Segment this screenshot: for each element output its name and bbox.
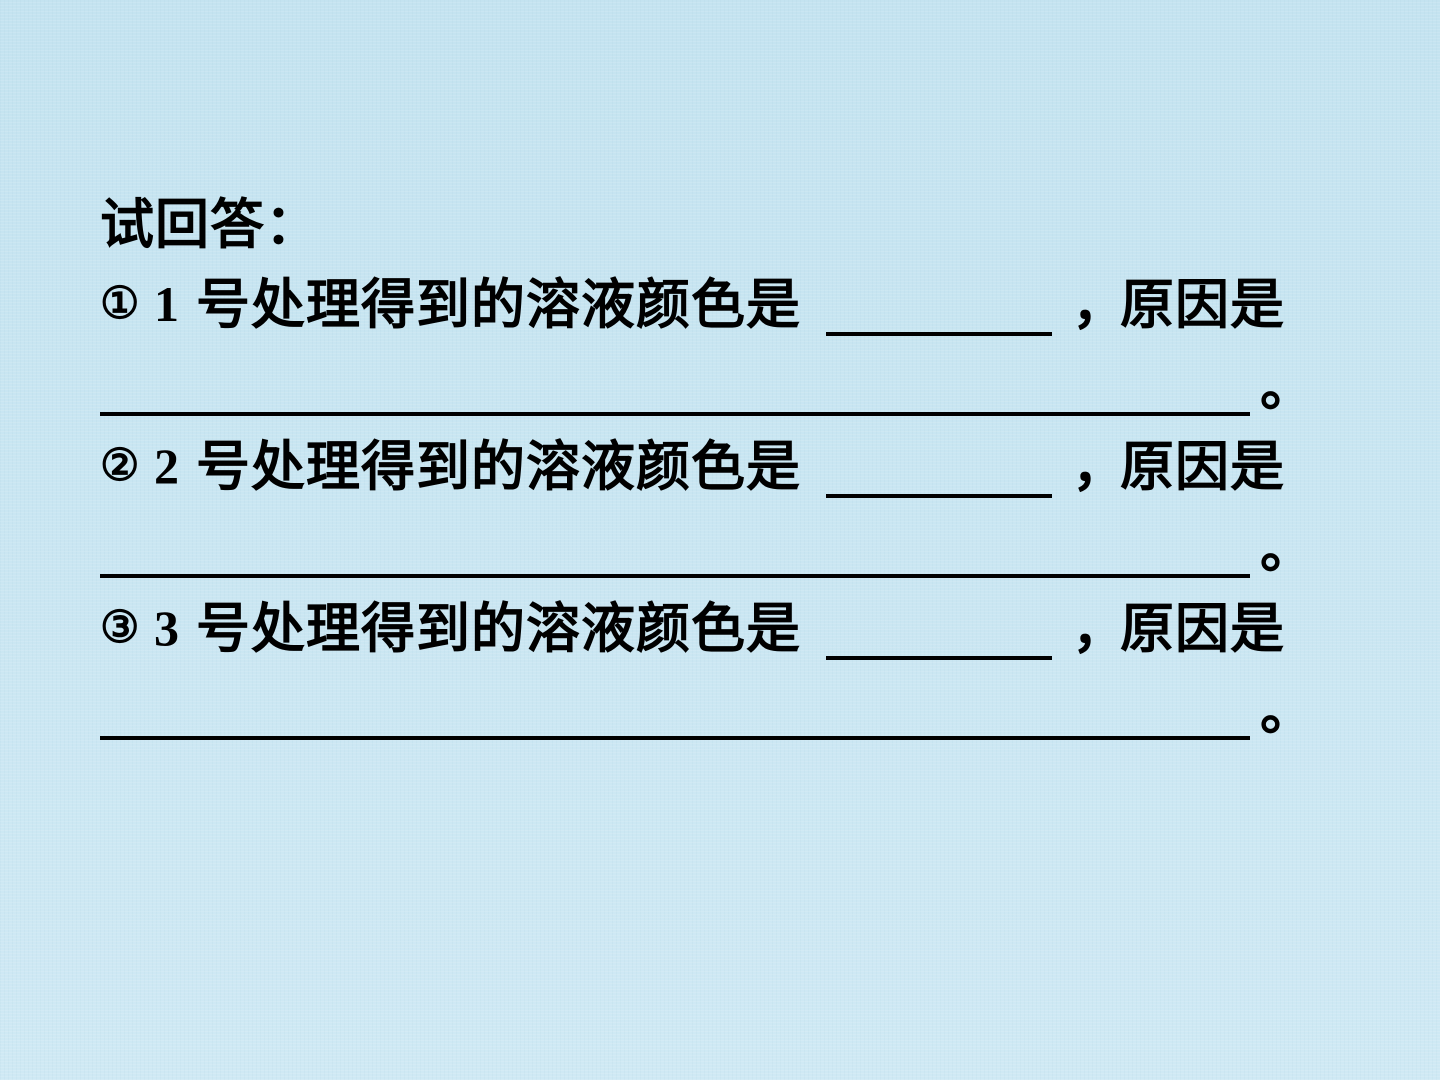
intro-heading: 试回答： <box>100 193 320 256</box>
question-marker-2: ② <box>100 440 140 491</box>
period-1: 。 <box>1260 355 1314 418</box>
reason-answer-line-2: 。 <box>100 514 1320 584</box>
reason-answer-blank-1 <box>100 412 1250 416</box>
reason-answer-line-1: 。 <box>100 352 1320 422</box>
comma-2: ， <box>1072 435 1126 498</box>
question-line-3: ③ 3 号处理得到的溶液颜色是 ， 原因是 <box>100 594 1320 664</box>
reason-answer-blank-3 <box>100 736 1250 740</box>
period-2: 。 <box>1260 517 1314 580</box>
comma-3: ， <box>1072 597 1126 660</box>
question-line-1: ① 1 号处理得到的溶液颜色是 ， 原因是 <box>100 270 1320 340</box>
question-text-2: 号处理得到的溶液颜色是 <box>196 435 801 498</box>
question-marker-1: ① <box>100 278 140 329</box>
reason-label-2: 原因是 <box>1120 435 1285 498</box>
question-marker-3: ③ <box>100 602 140 653</box>
reason-answer-line-3: 。 <box>100 676 1320 746</box>
color-answer-blank-3 <box>826 656 1052 660</box>
comma-1: ， <box>1072 273 1126 336</box>
question-number-1: 1 <box>154 276 179 332</box>
question-line-2: ② 2 号处理得到的溶液颜色是 ， 原因是 <box>100 432 1320 502</box>
reason-label-3: 原因是 <box>1120 597 1285 660</box>
reason-label-1: 原因是 <box>1120 273 1285 336</box>
question-number-3: 3 <box>154 600 179 656</box>
question-number-2: 2 <box>154 438 179 494</box>
color-answer-blank-1 <box>826 332 1052 336</box>
question-text-3: 号处理得到的溶液颜色是 <box>196 597 801 660</box>
question-text-1: 号处理得到的溶液颜色是 <box>196 273 801 336</box>
color-answer-blank-2 <box>826 494 1052 498</box>
period-3: 。 <box>1260 679 1314 742</box>
reason-answer-blank-2 <box>100 574 1250 578</box>
